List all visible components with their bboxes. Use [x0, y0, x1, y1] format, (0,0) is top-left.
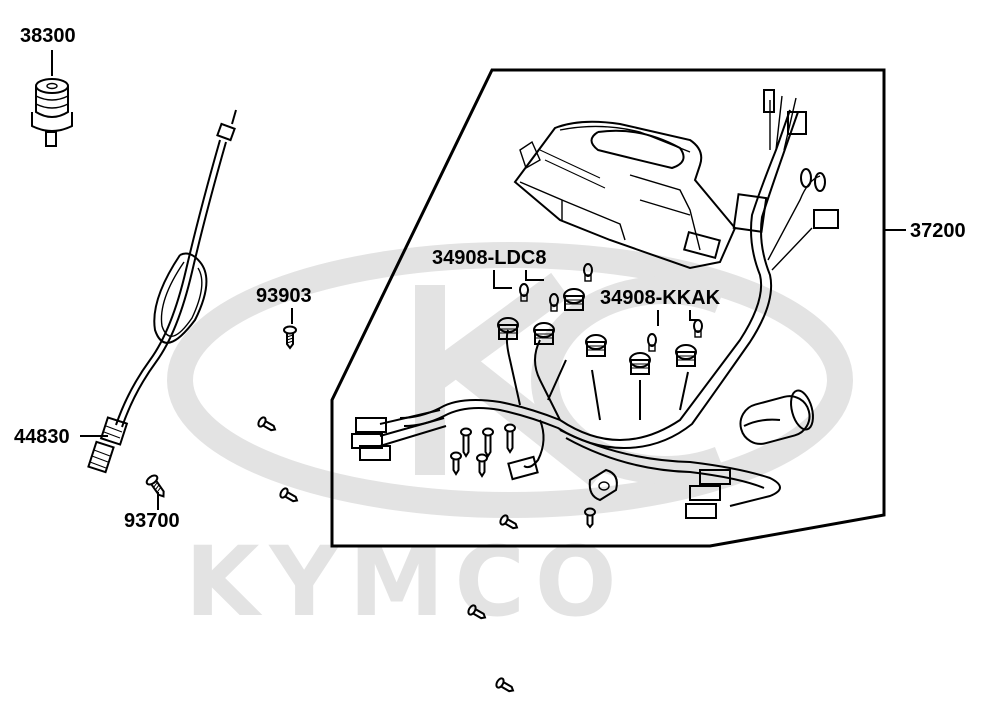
leader-line-34908-kkak-b — [689, 310, 698, 321]
screw-icon — [257, 416, 277, 432]
screw-icon — [467, 604, 487, 620]
part-number-37200: 37200 — [910, 220, 966, 242]
screw-icon — [495, 677, 515, 693]
wire-harness-icon — [351, 89, 839, 519]
watermark-brand-text: KYMCO — [185, 526, 627, 638]
speedometer-cable-icon — [87, 109, 237, 474]
part-number-38300: 38300 — [20, 25, 76, 47]
leader-line-34908-ldc8-b — [525, 270, 544, 281]
leader-line-34908-ldc8 — [493, 270, 512, 289]
screw-icon — [145, 474, 165, 498]
meter-assembly-frame — [330, 68, 886, 548]
screw-icon — [279, 487, 299, 503]
cable-clamp-icon — [588, 468, 618, 502]
part-number-44830: 44830 — [14, 426, 70, 448]
part-number-34908-kkak: 34908-KKAK — [600, 287, 721, 309]
screw-icon — [499, 514, 519, 530]
screw-icon — [283, 325, 297, 350]
kymco-watermark: KYMCO — [167, 242, 853, 638]
part-number-34908-ldc8: 34908-LDC8 — [432, 247, 547, 269]
part-number-93700: 93700 — [124, 510, 180, 532]
part-number-93903: 93903 — [256, 285, 312, 307]
bulb-icons — [519, 263, 703, 352]
ignition-switch-icon — [31, 78, 73, 147]
bulb-socket-icons — [497, 288, 697, 375]
watermark-logo-ellipse — [167, 242, 853, 518]
harness-screw-icons — [450, 423, 596, 529]
